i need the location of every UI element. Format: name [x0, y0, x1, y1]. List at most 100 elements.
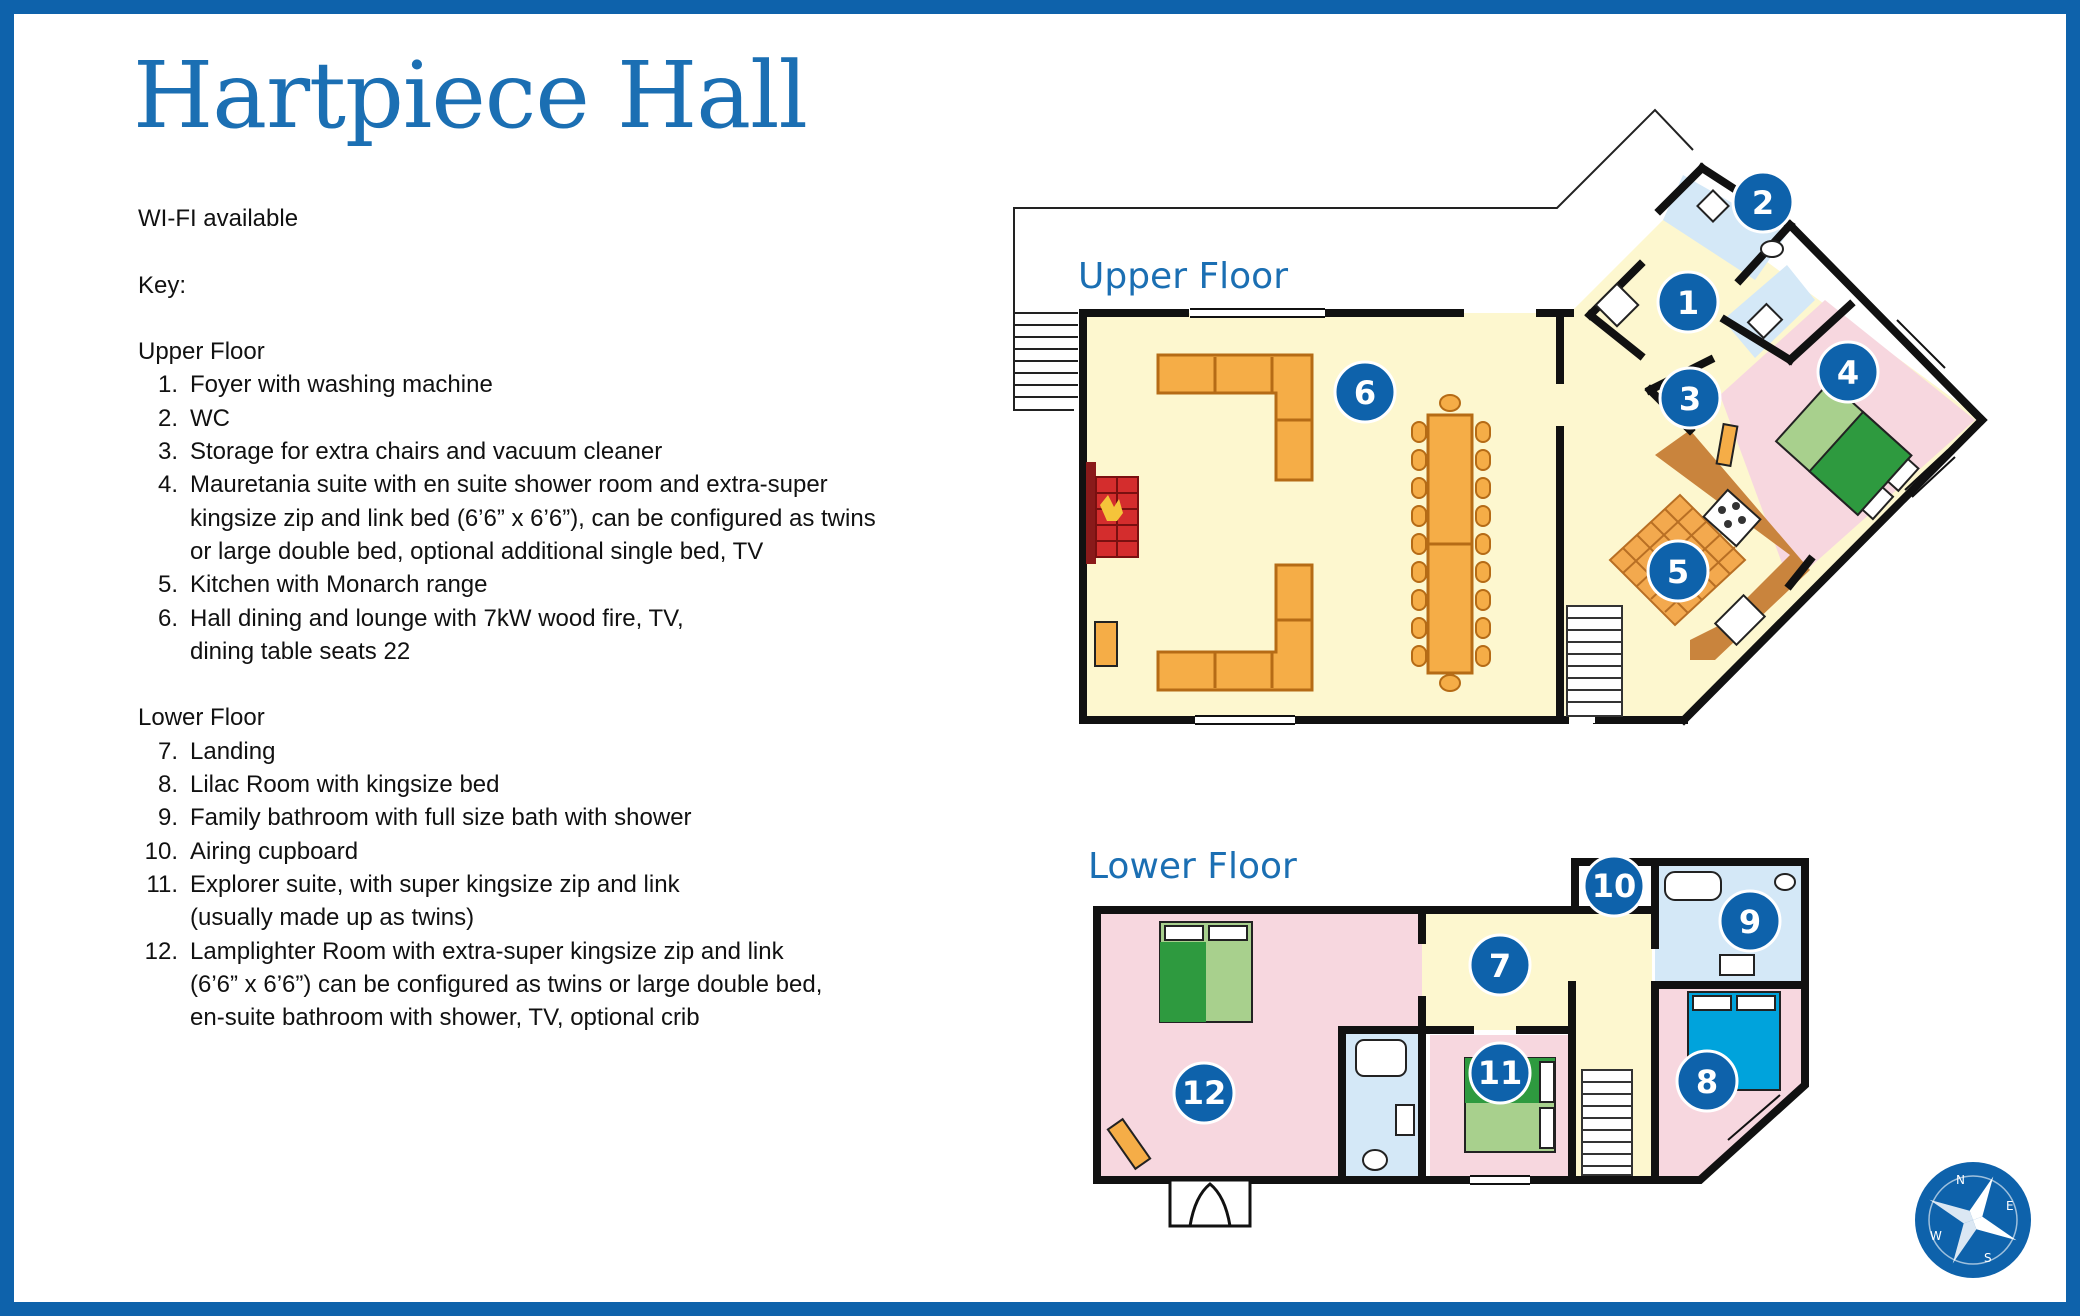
key-item-number: 4.: [157, 471, 178, 499]
key-item: 6.Hall dining and lounge with 7kW wood f…: [138, 602, 918, 669]
compass-e: E: [2006, 1199, 2014, 1213]
room-badge-4: 4: [1816, 340, 1880, 404]
tv-bedroom4: [1715, 422, 1739, 468]
sofas: [1156, 353, 1314, 692]
room-badge-5: 5: [1646, 539, 1710, 603]
key-item-text: WC: [190, 404, 230, 432]
family-basin: [1719, 954, 1755, 976]
svg-text:7: 7: [1489, 947, 1511, 985]
upper-floor-key-list: 1.Foyer with washing machine 2. WC 3.Storag…: [138, 368, 918, 668]
wc-toilet: [1760, 240, 1784, 258]
compass-rose: N E S W: [1915, 1162, 2031, 1278]
key-item: 10. Airing cupboard: [138, 835, 918, 868]
wifi-note: WI-FI available: [138, 205, 299, 232]
room-badge-12: 12: [1172, 1061, 1236, 1125]
key-item-number: 5.: [157, 571, 178, 599]
room-badges: 1 2 3 4 5 6 7 8 9 10 11 12: [1172, 170, 1880, 1125]
key-item: 3.Storage for extra chairs and vacuum cl…: [138, 435, 918, 468]
key-item: 1.Foyer with washing machine: [138, 368, 918, 401]
key-item-text: Explorer suite, with super kingsize zip …: [190, 870, 680, 898]
key-item-text: dining table seats 22: [190, 637, 411, 665]
key-item: 4.Mauretania suite with en suite shower …: [138, 468, 918, 568]
deck-outline: [1013, 108, 1694, 411]
upper-floor-label: Upper Floor: [1078, 256, 1288, 297]
lower-window-frames: [1470, 1094, 1788, 1185]
key-item-text: kingsize zip and link bed (6’6” x 6’6”),…: [190, 504, 876, 532]
key-item: 9.Family bathroom with full size bath wi…: [138, 801, 918, 834]
key-item-text: (usually made up as twins): [190, 904, 475, 932]
svg-text:9: 9: [1739, 903, 1761, 941]
svg-text:10: 10: [1592, 867, 1637, 905]
room-badge-8: 8: [1675, 1049, 1739, 1113]
tv-lamplighter: [1106, 1117, 1152, 1171]
key-item-text: Hall dining and lounge with 7kW wood fir…: [190, 604, 684, 632]
key-item-text: Lamplighter Room with extra-super kingsi…: [190, 937, 784, 965]
lower-floor-heading: Lower Floor: [138, 704, 265, 732]
compass-s: S: [1984, 1251, 1992, 1265]
room-badge-11: 11: [1468, 1041, 1532, 1105]
compass-n: N: [1956, 1173, 1965, 1187]
compass-w: W: [1930, 1229, 1942, 1243]
svg-text:6: 6: [1354, 374, 1376, 412]
key-label: Key:: [138, 271, 187, 299]
ensuite-bath: [1355, 1039, 1407, 1077]
outside-stairs: [1014, 312, 1078, 398]
key-legend: WI-FI available Key: Upper Floor 1.Foyer…: [138, 202, 918, 1034]
svg-text:8: 8: [1696, 1063, 1718, 1101]
family-toilet: [1774, 873, 1796, 891]
wc-room: [1663, 175, 1787, 280]
svg-text:2: 2: [1752, 184, 1774, 222]
key-item-number: 10.: [144, 837, 178, 865]
monarch-range: [1702, 488, 1762, 548]
internal-stairs-upper: [1566, 605, 1623, 717]
svg-text:1: 1: [1677, 284, 1699, 322]
bedroom4-window: [1889, 319, 1956, 498]
internal-stairs-lower: [1581, 1069, 1633, 1176]
key-item-text: Lilac Room with kingsize bed: [190, 771, 500, 799]
wc-basin: [1696, 189, 1730, 223]
key-item-number: 8.: [157, 771, 178, 799]
kitchen-sink: [1713, 593, 1767, 647]
ensuite-toilet: [1362, 1149, 1388, 1171]
key-item-text: (6’6” x 6’6”) can be configured as twins…: [190, 970, 823, 998]
room-badge-1: 1: [1656, 270, 1720, 334]
room-badge-9: 9: [1718, 889, 1782, 953]
key-item-text: Airing cupboard: [190, 837, 359, 865]
svg-text:5: 5: [1667, 553, 1689, 591]
upper-floor-plan: Upper Floor: [1013, 108, 1988, 726]
svg-text:11: 11: [1478, 1054, 1523, 1092]
room-badge-7: 7: [1468, 933, 1532, 997]
svg-text:3: 3: [1679, 380, 1701, 418]
key-item-text: Kitchen with Monarch range: [190, 571, 488, 599]
key-item-number: 2.: [157, 404, 178, 432]
key-item-number: 7.: [157, 737, 178, 765]
dining-table: [1411, 394, 1491, 692]
mauretania-bed: [1774, 380, 1920, 521]
upper-floor-heading: Upper Floor: [138, 338, 265, 366]
key-item-number: 9.: [157, 804, 178, 832]
page-title: Hartpiece Hall: [133, 42, 808, 149]
key-item-number: 12.: [144, 937, 178, 965]
lamplighter-bed: [1159, 921, 1253, 1023]
room-badge-10: 10: [1582, 854, 1646, 918]
svg-text:12: 12: [1182, 1074, 1227, 1112]
patio-doors: [1168, 1178, 1252, 1228]
washing-machine: [1594, 282, 1640, 328]
key-item-text: Storage for extra chairs and vacuum clea…: [190, 438, 663, 466]
family-bath: [1664, 871, 1722, 901]
lower-floor-plan: Lower Floor: [1088, 846, 1809, 1228]
wood-fire: [1086, 462, 1139, 564]
key-item-text: en-suite bathroom with shower, TV, optio…: [190, 1004, 700, 1032]
tv-upper: [1094, 621, 1118, 667]
room-badge-6: 6: [1333, 360, 1397, 424]
room-badge-2: 2: [1731, 170, 1795, 234]
svg-text:4: 4: [1837, 354, 1859, 392]
upper-windows: [1190, 310, 1595, 723]
key-item: 8. Lilac Room with kingsize bed: [138, 768, 918, 801]
key-item-text: Foyer with washing machine: [190, 371, 493, 399]
key-item: 7.Landing: [138, 735, 918, 768]
ensuite-basin: [1395, 1104, 1415, 1136]
key-item-number: 11.: [146, 870, 178, 898]
